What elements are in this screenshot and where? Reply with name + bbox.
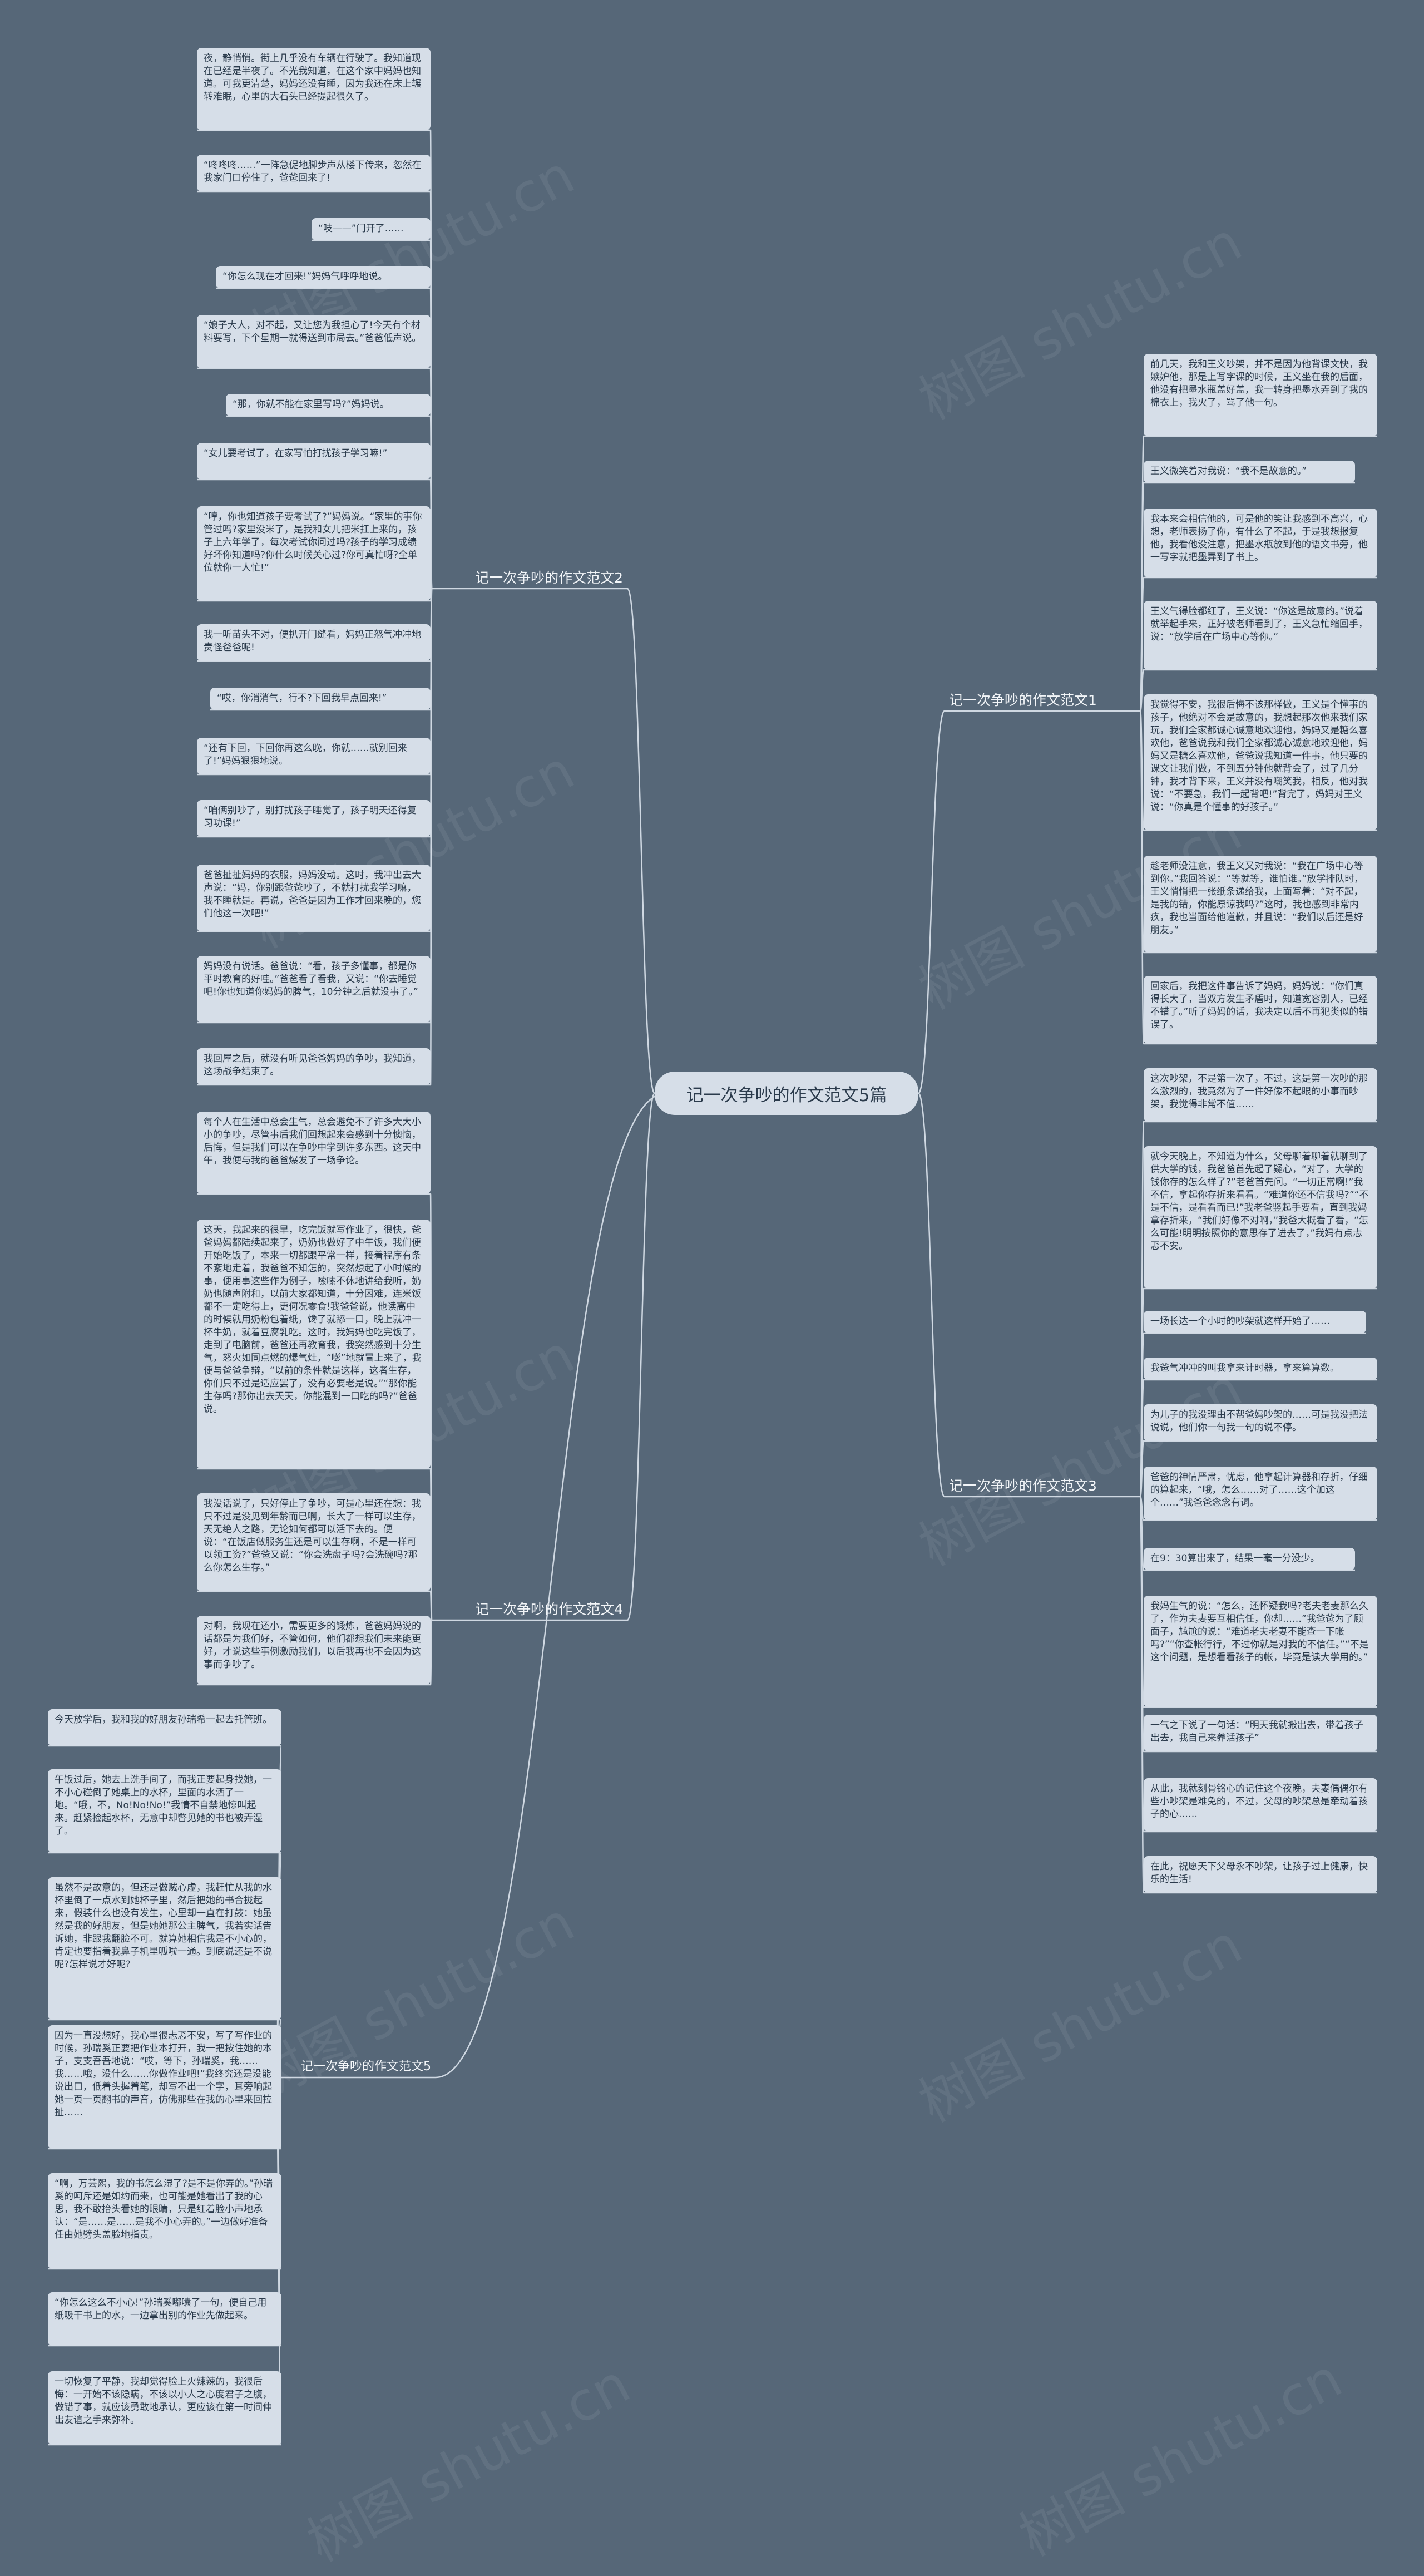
edge-center-b2	[626, 588, 656, 1094]
leaf-b5-0[interactable]: 今天放学后，我和我的好朋友孙瑞希一起去托管班。	[48, 1709, 281, 1746]
leaf-b2-5[interactable]: “那，你就不能在家里写吗?”妈妈说。	[226, 394, 431, 416]
edge-b2-6	[429, 478, 433, 590]
leaf-b4-0[interactable]: 每个人在生活中总会生气，总会避免不了许多大大小小的争吵，尽管事后我们回想起来会感…	[197, 1112, 431, 1194]
leaf-b3-10[interactable]: 在此，祝愿天下父母永不吵架，让孩子过上健康，快乐的生活!	[1144, 1856, 1377, 1893]
leaf-b3-1[interactable]: 就今天晚上，不知道为什么，父母聊着聊着就聊到了供大学的钱，我爸爸首先起了疑心，“…	[1144, 1146, 1377, 1289]
branch-b5[interactable]: 记一次争吵的作文范文5	[301, 2060, 431, 2074]
edge-center-b5	[435, 1092, 666, 2079]
leaf-b1-2[interactable]: 我本来会相信他的，可是他的笑让我感到不高兴，心想，老师表扬了你，有什么了不起，于…	[1144, 509, 1377, 578]
leaf-b1-4[interactable]: 我觉得不安，我很后悔不该那样做，王义是个懂事的孩子，他绝对不会是故意的，我想起那…	[1144, 694, 1377, 830]
edge-b2-14	[429, 588, 433, 1086]
leaf-b5-1[interactable]: 午饭过后，她去上洗手间了，而我正要起身找她，一不小心碰倒了她桌上的水杯，里面的水…	[48, 1769, 281, 1853]
leaf-b3-6[interactable]: 在9：30算出来了，结果一毫一分没少。	[1144, 1548, 1355, 1570]
leaf-b4-1[interactable]: 这天，我起来的很早，吃完饭就写作业了，很快，爸爸妈妈都陆续起来了，奶奶也做好了中…	[197, 1220, 431, 1469]
leaf-b2-0[interactable]: 夜，静悄悄。街上几乎没有车辆在行驶了。我知道现在已经是半夜了。不光我知道，在这个…	[197, 48, 431, 130]
leaf-b3-8[interactable]: 一气之下说了一句话：“明天我就搬出去，带着孩子出去，我自己来养活孩子”	[1144, 1715, 1377, 1751]
leaf-b2-8[interactable]: 我一听苗头不对，便扒开门缝看，妈妈正怒气冲冲地责怪爸爸呢!	[197, 624, 431, 661]
branch-b3[interactable]: 记一次争吵的作文范文3	[949, 1478, 1097, 1494]
leaf-b3-4[interactable]: 为儿子的我没理由不帮爸妈吵架的……可是我没把法说说，他们你一句我一句的说不停。	[1144, 1404, 1377, 1441]
leaf-b2-2[interactable]: “吱——”门开了……	[312, 218, 431, 240]
leaf-b5-6[interactable]: 一切恢复了平静，我却觉得脸上火辣辣的，我很后悔：一开始不该隐瞒，不该以小人之心度…	[48, 2371, 281, 2445]
edge-center-b3	[917, 1092, 946, 1498]
leaf-b2-4[interactable]: “娘子大人，对不起，又让您为我担心了!今天有个材料要写，下个星期一就得送到市局去…	[197, 315, 431, 368]
leaf-b1-1[interactable]: 王义微笑着对我说：“我不是故意的。”	[1144, 461, 1355, 483]
branch-b2[interactable]: 记一次争吵的作文范文2	[475, 570, 623, 586]
leaf-b5-2[interactable]: 虽然不是故意的，但还是做贼心虚，我赶忙从我的水杯里倒了一点水到她杯子里，然后把她…	[48, 1877, 281, 2020]
leaf-b4-2[interactable]: 我没话说了，只好停止了争吵，可是心里还在想：我只不过是没见到年龄而已啊，长大了一…	[197, 1493, 431, 1591]
edge-b3-10	[1139, 1496, 1145, 1894]
leaf-b2-12[interactable]: 爸爸扯扯妈妈的衣服，妈妈没动。这时，我冲出去大声说：“妈，你别跟爸爸吵了，不就打…	[197, 865, 431, 931]
leaf-b5-5[interactable]: “你怎么这么不小心!”孙瑞奚嘟囔了一句，便自己用纸吸干书上的水，一边拿出别的作业…	[48, 2292, 281, 2346]
center-topic[interactable]: 记一次争吵的作文范文5篇	[655, 1072, 918, 1115]
leaf-b2-10[interactable]: “还有下回，下回你再这么晚，你就……就别回来了!”妈妈狠狠地说。	[197, 738, 431, 774]
edge-center-b1	[917, 710, 946, 1094]
leaf-b4-3[interactable]: 对啊，我现在还小，需要更多的锻炼，爸爸妈妈说的话都是为我们好，不管如何，他们都想…	[197, 1616, 431, 1685]
leaf-b3-3[interactable]: 我爸气冲冲的叫我拿来计时器，拿来算算数。	[1144, 1358, 1377, 1380]
leaf-b2-3[interactable]: “你怎么现在才回来!”妈妈气呼呼地说。	[216, 266, 431, 288]
leaf-b5-4[interactable]: “啊，万芸熙，我的书怎么湿了?是不是你弄的。”孙瑞奚的呵斥还是如约而来，也可能是…	[48, 2173, 281, 2269]
leaf-b3-0[interactable]: 这次吵架，不是第一次了，不过，这是第一次吵的那么激烈的，我竟然为了一件好像不起眼…	[1144, 1068, 1377, 1122]
leaf-b2-13[interactable]: 妈妈没有说话。爸爸说：“看，孩子多懂事，都是你平时教育的好哇。”爸爸看了看我，又…	[197, 956, 431, 1023]
leaf-b3-2[interactable]: 一场长达一个小时的吵架就这样开始了……	[1144, 1311, 1366, 1333]
leaf-b3-9[interactable]: 从此，我就刻骨铭心的记住这个夜晚，夫妻偶偶尔有些小吵架是难免的，不过，父母的吵架…	[1144, 1778, 1377, 1832]
leaf-b1-3[interactable]: 王义气得脸都红了，王义说：“你这是故意的。”说着就举起手来，正好被老师看到了，王…	[1144, 601, 1377, 670]
edge-center-b4	[626, 1092, 656, 1621]
leaf-b2-14[interactable]: 我回屋之后，就没有听见爸爸妈妈的争吵，我知道，这场战争结束了。	[197, 1048, 431, 1085]
branch-b4[interactable]: 记一次争吵的作文范文4	[475, 1601, 623, 1617]
edge-b3-4	[1139, 1440, 1145, 1498]
edge-b1-6	[1139, 710, 1145, 1045]
leaf-b5-3[interactable]: 因为一直没想好，我心里很忐忑不安，写了写作业的时候，孙瑞奚正要把作业本打开，我一…	[48, 2025, 281, 2149]
leaf-b3-5[interactable]: 爸爸的神情严肃，忧虑，他拿起计算器和存折，仔细的算起来，“哦，怎么……对了……这…	[1144, 1467, 1377, 1520]
leaf-b2-1[interactable]: “咚咚咚……”一阵急促地脚步声从楼下传来，忽然在我家门口停住了，爸爸回来了!	[197, 155, 431, 191]
leaf-b2-7[interactable]: “哼，你也知道孩子要考试了?”妈妈说。“家里的事你管过吗?家里没米了，是我和女儿…	[197, 506, 431, 601]
leaf-b2-9[interactable]: “哎，你消消气，行不?下回我早点回来!”	[210, 688, 431, 710]
leaf-b2-6[interactable]: “女儿要考试了，在家写怕打扰孩子学习嘛!”	[197, 443, 431, 480]
leaf-b2-11[interactable]: “咱俩别吵了，别打扰孩子睡觉了，孩子明天还得复习功课!”	[197, 800, 431, 837]
edge-b1-3	[1139, 669, 1145, 712]
leaf-b3-7[interactable]: 我妈生气的说：“怎么，还怀疑我吗?老夫老妻那么久了，作为夫妻要互相信任，你却………	[1144, 1596, 1377, 1707]
edge-b4-2	[429, 1590, 433, 1621]
branch-b1[interactable]: 记一次争吵的作文范文1	[949, 692, 1097, 708]
leaf-b1-6[interactable]: 回家后，我把这件事告诉了妈妈，妈妈说：“你们真得长大了，当双方发生矛盾时，知道宽…	[1144, 976, 1377, 1044]
leaf-b1-5[interactable]: 趁老师没注意，我王义又对我说：“我在广场中心等到你。”我回答说：“等就等，谁怕谁…	[1144, 856, 1377, 953]
leaf-b1-0[interactable]: 前几天，我和王义吵架，并不是因为他背课文快，我嫉妒他，那是上写字课的时候，王义坐…	[1144, 354, 1377, 436]
edge-b4-3	[429, 1619, 433, 1686]
